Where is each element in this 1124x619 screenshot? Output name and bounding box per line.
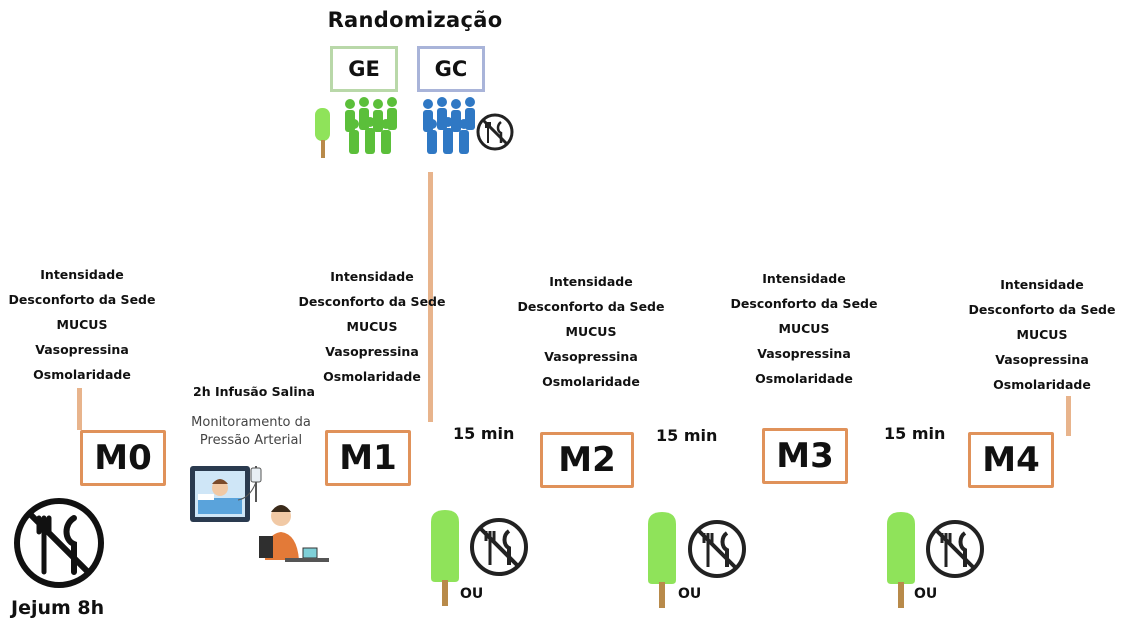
measures-list-m4: Intensidade Desconforto da Sede MUCUS Va… (960, 272, 1124, 397)
measure-mucus: MUCUS (346, 319, 398, 334)
group-gc-box: GC (417, 46, 485, 92)
measure-desconforto: Desconforto da Sede (730, 296, 878, 311)
m4-connector (1066, 396, 1071, 436)
ice-pop-icon (648, 512, 676, 608)
measure-osmolaridade: Osmolaridade (33, 367, 131, 382)
interval-label: 15 min (656, 426, 718, 445)
measure-vasopressina: Vasopressina (995, 352, 1089, 367)
ice-pop-icon (315, 108, 330, 158)
measure-intensidade: Intensidade (762, 271, 846, 286)
moment-m0-box: M0 (80, 430, 166, 486)
measure-vasopressina: Vasopressina (544, 349, 638, 364)
measure-intensidade: Intensidade (40, 267, 124, 282)
or-label: OU (460, 586, 484, 602)
measure-osmolaridade: Osmolaridade (542, 374, 640, 389)
patient-bed-icon (190, 466, 262, 522)
or-label: OU (914, 586, 938, 602)
measure-desconforto: Desconforto da Sede (298, 294, 446, 309)
people-group-icon (423, 97, 475, 154)
measure-desconforto: Desconforto da Sede (517, 299, 665, 314)
measure-intensidade: Intensidade (1000, 277, 1084, 292)
measure-desconforto: Desconforto da Sede (8, 292, 156, 307)
ice-pop-icon (431, 510, 459, 606)
m0-connector (77, 388, 82, 430)
or-label: OU (678, 586, 702, 602)
no-food-icon (688, 520, 746, 578)
measures-list-m2: Intensidade Desconforto da Sede MUCUS Va… (509, 269, 673, 394)
measure-mucus: MUCUS (565, 324, 617, 339)
randomization-title: Randomização (327, 8, 503, 32)
monitoring-label: Monitoramento da Pressão Arterial (183, 414, 319, 450)
measure-vasopressina: Vasopressina (35, 342, 129, 357)
fasting-label: Jejum 8h (11, 597, 105, 619)
moment-m2-box: M2 (540, 432, 634, 488)
group-ge-box: GE (330, 46, 398, 92)
no-food-icon (14, 498, 104, 588)
no-food-icon (476, 113, 514, 151)
measure-intensidade: Intensidade (330, 269, 414, 284)
measures-list-m3: Intensidade Desconforto da Sede MUCUS Va… (722, 266, 886, 391)
randomization-connector (428, 172, 433, 422)
no-food-icon (926, 520, 984, 578)
moment-m4-box: M4 (968, 432, 1054, 488)
measure-vasopressina: Vasopressina (325, 344, 419, 359)
measures-list-m0: Intensidade Desconforto da Sede MUCUS Va… (0, 262, 164, 387)
measure-intensidade: Intensidade (549, 274, 633, 289)
measure-mucus: MUCUS (56, 317, 108, 332)
measure-mucus: MUCUS (778, 321, 830, 336)
monitoring-line-2: Pressão Arterial (199, 433, 303, 448)
infusion-label: 2h Infusão Salina (193, 384, 315, 399)
measures-list-m1: Intensidade Desconforto da Sede MUCUS Va… (290, 264, 454, 389)
measure-osmolaridade: Osmolaridade (993, 377, 1091, 392)
no-food-icon (470, 518, 528, 576)
measure-osmolaridade: Osmolaridade (755, 371, 853, 386)
measure-mucus: MUCUS (1016, 327, 1068, 342)
people-group-icon (345, 97, 397, 154)
interval-label: 15 min (884, 424, 946, 443)
moment-m1-box: M1 (325, 430, 411, 486)
measure-desconforto: Desconforto da Sede (968, 302, 1116, 317)
moment-m3-box: M3 (762, 428, 848, 484)
ice-pop-icon (887, 512, 915, 608)
measure-osmolaridade: Osmolaridade (323, 369, 421, 384)
interval-label: 15 min (453, 424, 515, 443)
monitoring-line-1: Monitoramento da (191, 415, 311, 430)
blood-pressure-icon (259, 505, 329, 562)
measure-vasopressina: Vasopressina (757, 346, 851, 361)
